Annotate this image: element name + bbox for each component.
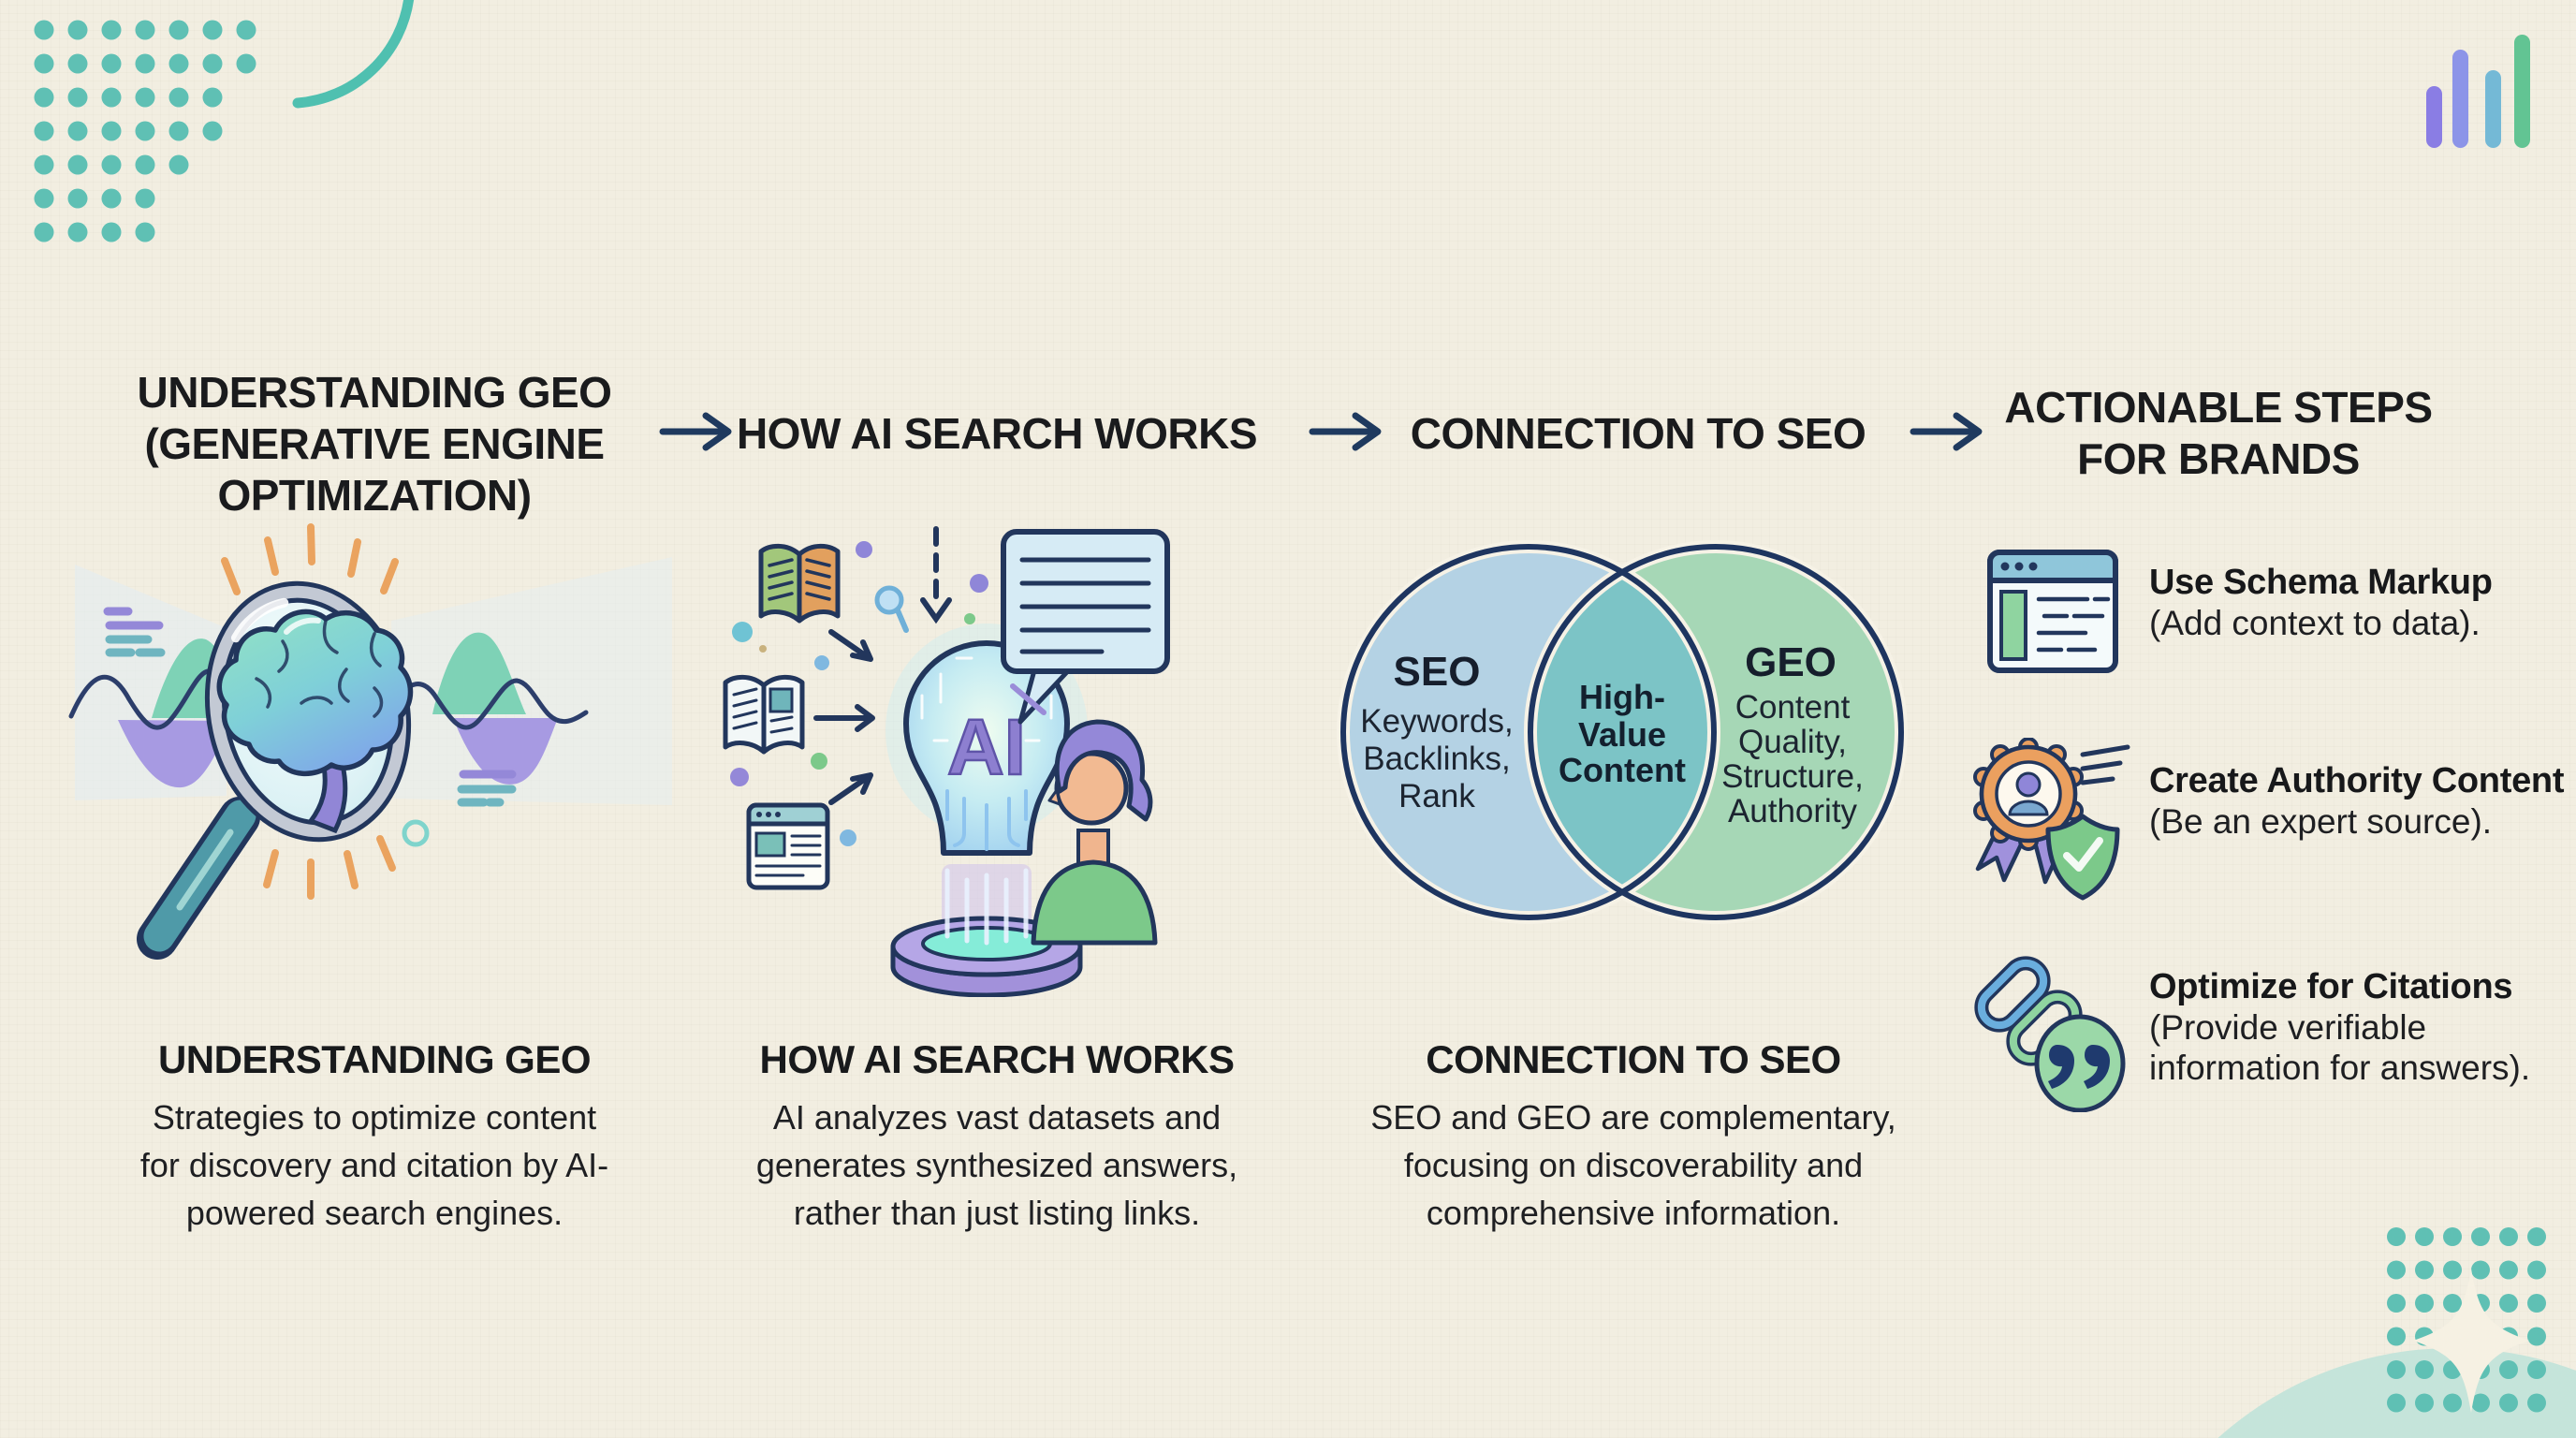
action-subtitle: (Add context to data). xyxy=(2149,604,2481,642)
header-line: OPTIMIZATION) xyxy=(217,471,532,520)
header-line: ACTIONABLE STEPS xyxy=(2004,383,2433,432)
book-icon xyxy=(723,674,805,755)
footer-description: SEO and GEO are complementary, focusing … xyxy=(1370,1098,1896,1232)
venn-overlap-label: Value xyxy=(1578,715,1666,754)
action-item-authority-content: Create Authority Content (Be an expert s… xyxy=(2149,760,2576,842)
header-line: (GENERATIVE ENGINE xyxy=(144,419,605,468)
action-title: Create Authority Content xyxy=(2149,761,2565,800)
footer-how-ai-search-works: HOW AI SEARCH WORKS AI analyzes vast dat… xyxy=(716,1037,1278,1237)
webpage-icon xyxy=(746,802,830,890)
dashed-arrow-down-icon xyxy=(920,526,952,624)
action-item-citations: Optimize for Citations (Provide verifiab… xyxy=(2149,966,2576,1088)
schema-markup-browser-icon xyxy=(1987,550,2118,673)
footer-title: UNDERSTANDING GEO xyxy=(157,1037,592,1081)
circuit-lines xyxy=(945,789,1028,851)
footer-title: CONNECTION TO SEO xyxy=(1426,1037,1841,1081)
verified-shield xyxy=(2045,814,2120,901)
hair xyxy=(1054,719,1153,822)
data-ticks-right xyxy=(457,770,517,807)
column-header-connection-to-seo: CONNECTION TO SEO xyxy=(1362,408,1914,460)
authority-badge-shield-icon xyxy=(1973,738,2130,901)
small-circle-accent xyxy=(402,819,430,847)
header-line: FOR BRANDS xyxy=(2077,434,2360,483)
header-line: UNDERSTANDING GEO xyxy=(137,368,612,417)
chain-link-blue xyxy=(1974,956,2051,1033)
column-header-actionable-steps: ACTIONABLE STEPS FOR BRANDS xyxy=(1984,382,2452,485)
flow-arrow-icon xyxy=(1309,412,1382,451)
book-icon xyxy=(758,543,841,624)
flow-arrow-icon xyxy=(1910,412,1983,451)
venn-overlap-label: High- xyxy=(1579,678,1665,716)
ai-search-illustration: AI xyxy=(723,526,1170,997)
light-streaks xyxy=(944,868,1029,946)
footer-connection-to-seo: CONNECTION TO SEO SEO and GEO are comple… xyxy=(1353,1037,1914,1237)
wave-line-right xyxy=(388,678,589,730)
action-title: Use Schema Markup xyxy=(2149,563,2493,602)
venn-geo-item: Quality, xyxy=(1738,724,1847,760)
action-subtitle: (Be an expert source). xyxy=(2149,802,2493,841)
wave-purple-left xyxy=(118,720,232,788)
venn-geo-item: Authority xyxy=(1728,793,1858,829)
user-person xyxy=(1031,719,1158,946)
sun-rays xyxy=(221,523,399,900)
pedestal xyxy=(890,868,1083,997)
column-header-how-ai-search-works: HOW AI SEARCH WORKS xyxy=(721,408,1273,460)
seo-geo-venn-diagram: SEO Keywords, Backlinks, Rank High- Valu… xyxy=(1337,540,1908,924)
flow-arrow-icon xyxy=(659,412,732,451)
venn-seo-item: Backlinks, xyxy=(1363,741,1511,777)
input-arrows xyxy=(813,629,875,805)
footer-title: HOW AI SEARCH WORKS xyxy=(759,1037,1235,1081)
quote-circle xyxy=(2034,1014,2126,1112)
footer-description: AI analyzes vast datasets and generates … xyxy=(755,1098,1238,1232)
footer-description: Strategies to optimize content for disco… xyxy=(139,1098,609,1232)
action-item-schema-markup: Use Schema Markup (Add context to data). xyxy=(2149,562,2576,643)
venn-geo-item: Structure, xyxy=(1721,758,1864,795)
venn-geo-item: Content xyxy=(1735,689,1851,726)
answer-speech-bubble-icon xyxy=(1001,529,1170,725)
column-header-understanding-geo: UNDERSTANDING GEO (GENERATIVE ENGINE OPT… xyxy=(70,367,679,521)
light-beam-right xyxy=(391,557,672,805)
bar-chart-icon xyxy=(2426,35,2530,148)
venn-overlap-label: Content xyxy=(1559,751,1686,789)
magnifier-handle xyxy=(137,797,260,960)
sparkle-shape xyxy=(2413,1269,2529,1413)
wave-purple-right xyxy=(453,718,558,785)
header-line: CONNECTION TO SEO xyxy=(1410,409,1866,458)
action-subtitle: (Provide verifiable information for answ… xyxy=(2149,1008,2531,1087)
venn-seo-item: Keywords, xyxy=(1360,703,1513,740)
arc-top-left xyxy=(292,0,415,109)
shirt xyxy=(1031,859,1158,946)
venn-overlap xyxy=(1530,547,1714,917)
citation-links-quote-icon xyxy=(1974,956,2126,1112)
footer-understanding-geo: UNDERSTANDING GEO Strategies to optimize… xyxy=(94,1037,655,1237)
venn-seo-title: SEO xyxy=(1394,649,1481,695)
dot-grid-top-left xyxy=(34,20,256,242)
header-line: HOW AI SEARCH WORKS xyxy=(736,409,1258,458)
brain-icon xyxy=(216,609,414,834)
wave-green-right xyxy=(432,632,526,714)
venn-geo-title: GEO xyxy=(1745,639,1837,685)
rosette xyxy=(1973,738,2084,851)
ai-label: AI xyxy=(947,703,1026,791)
small-magnifier-icon xyxy=(874,585,909,633)
action-title: Optimize for Citations xyxy=(2149,967,2513,1006)
venn-seo-item: Rank xyxy=(1398,778,1475,814)
data-ticks-left xyxy=(103,607,166,657)
geo-magnifier-brain-illustration xyxy=(68,523,672,960)
